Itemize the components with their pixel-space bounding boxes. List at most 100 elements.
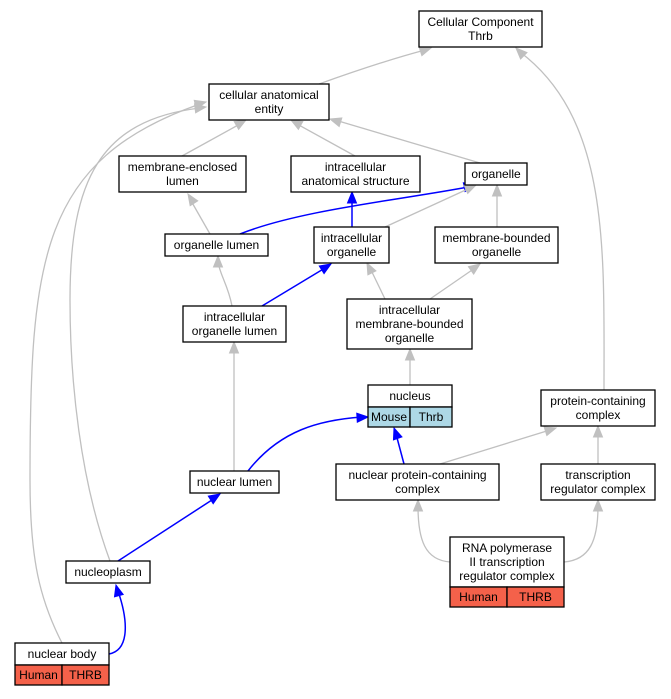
tag-cell xyxy=(506,586,565,608)
node-label-line: Cellular Component xyxy=(427,15,534,29)
node-box xyxy=(418,10,543,48)
edge-line xyxy=(417,505,451,563)
edge-line xyxy=(181,123,241,157)
node-box xyxy=(182,305,287,343)
edge-nb-to-np xyxy=(108,583,126,655)
node-label-line: lumen xyxy=(166,174,199,188)
node-box xyxy=(118,155,247,193)
edge-arrowhead xyxy=(592,424,604,438)
node-np[interactable]: nucleoplasm xyxy=(65,560,151,584)
edge-iol-to-io xyxy=(261,263,333,307)
edge-arrowhead xyxy=(491,183,503,197)
edge-iol-to-orgl xyxy=(212,254,233,307)
edge-line xyxy=(519,51,605,391)
node-label-line: protein-containing xyxy=(550,394,645,408)
edge-line xyxy=(217,261,233,307)
edge-arrowhead xyxy=(346,190,358,204)
node-label-line: entity xyxy=(255,102,284,116)
node-label-line: cellular anatomical xyxy=(219,88,318,102)
node-label-line: intracellular xyxy=(204,310,265,324)
node-label-line: organelle lumen xyxy=(192,324,277,338)
node-box xyxy=(313,226,390,264)
node-label-line: nuclear protein-containing xyxy=(348,468,486,482)
node-label-line: nucleoplasm xyxy=(74,565,141,579)
node-orgl[interactable]: organelle lumen xyxy=(164,233,269,257)
node-nl[interactable]: nuclear lumen xyxy=(189,470,280,494)
tag-cell xyxy=(61,664,110,686)
edge-line xyxy=(563,505,599,563)
edge-io-to-org xyxy=(384,184,478,228)
tag-label: THRB xyxy=(69,668,102,682)
node-label-line: RNA polymerase xyxy=(462,541,552,555)
edge-nuc-to-imbo xyxy=(404,347,416,385)
tag-cell xyxy=(409,406,453,428)
node-box xyxy=(540,389,656,427)
edge-arrowhead xyxy=(328,117,343,128)
node-box xyxy=(346,298,473,350)
edge-line xyxy=(384,187,471,228)
node-box xyxy=(464,162,528,186)
node-label-line: nucleus xyxy=(389,389,430,403)
edge-arrowhead xyxy=(318,263,333,275)
edge-org-to-cae xyxy=(328,117,481,164)
edge-line xyxy=(334,119,481,164)
tag-label: Thrb xyxy=(419,410,444,424)
edge-arrowhead xyxy=(515,47,528,60)
edge-arrowhead xyxy=(404,347,416,361)
node-label-line: regulator complex xyxy=(550,482,645,496)
node-label-line: complex xyxy=(395,482,440,496)
node-label-line: transcription xyxy=(565,468,630,482)
edge-arrowhead xyxy=(207,493,222,505)
edge-line xyxy=(117,497,216,562)
edge-imbo-to-io xyxy=(366,261,386,300)
edge-arrowhead xyxy=(113,583,125,598)
edge-arrowhead xyxy=(193,103,208,114)
node-label-line: membrane-bounded xyxy=(442,231,550,245)
node-label-line: complex xyxy=(576,408,621,422)
edge-nl-to-iol xyxy=(228,340,240,471)
tag-label: Human xyxy=(459,590,498,604)
node-org[interactable]: organelle xyxy=(464,162,528,186)
edge-line xyxy=(369,267,386,300)
edge-line xyxy=(318,49,426,85)
edge-line xyxy=(108,590,126,655)
node-label-line: Thrb xyxy=(468,29,493,43)
edge-io-to-ias xyxy=(346,190,358,227)
edge-arrowhead xyxy=(366,261,377,276)
edge-npcc-to-nuc xyxy=(392,426,405,465)
node-label-line: intracellular xyxy=(325,160,386,174)
edge-rnap-to-npcc xyxy=(412,498,451,563)
node-label-line: organelle lumen xyxy=(174,238,259,252)
edge-cae-to-root xyxy=(318,46,433,85)
node-label-line: anatomical structure xyxy=(301,174,409,188)
edge-line xyxy=(239,186,469,235)
tag-label: THRB xyxy=(519,590,552,604)
edge-line xyxy=(296,123,356,157)
node-box xyxy=(449,536,565,588)
edge-arrowhead xyxy=(467,263,482,275)
edge-trc-to-pcc xyxy=(592,424,604,464)
node-label-line: regulator complex xyxy=(459,569,554,583)
node-box xyxy=(290,155,421,193)
node-label-line: organelle xyxy=(327,245,377,259)
edge-arrowhead xyxy=(543,426,558,437)
edge-arrowhead xyxy=(187,192,199,207)
edge-pcc-to-root xyxy=(515,47,605,391)
edge-line xyxy=(29,103,201,644)
edge-nl-to-nuc xyxy=(247,412,370,472)
